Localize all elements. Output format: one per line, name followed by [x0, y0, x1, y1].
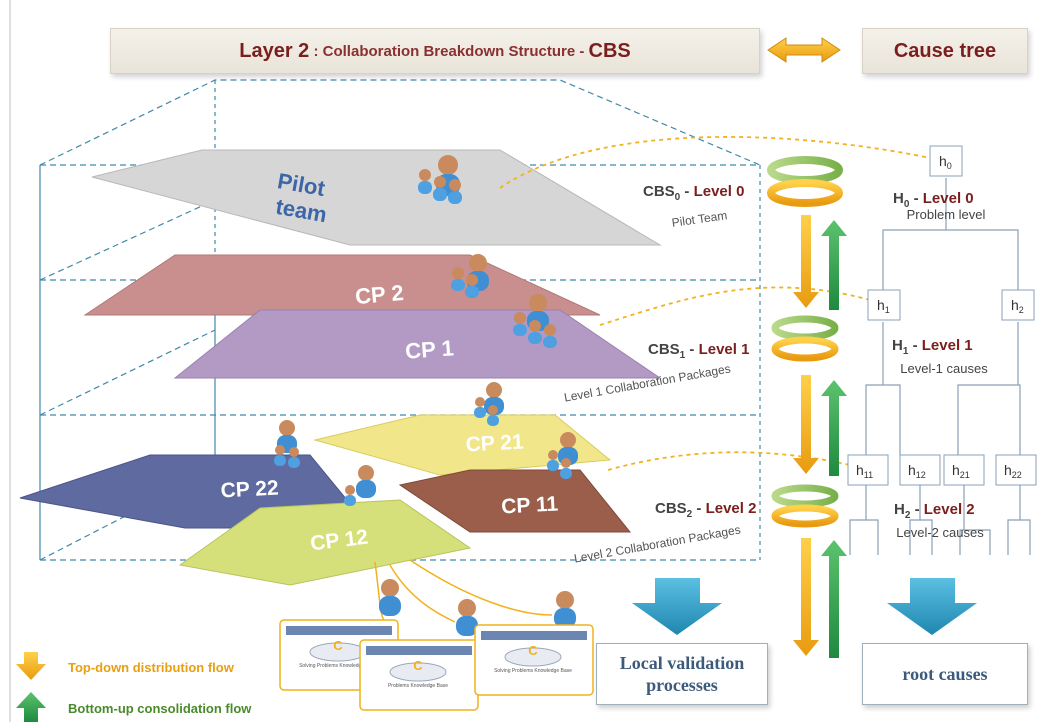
pilot-team-plane — [91, 149, 662, 246]
team-group-icon — [418, 155, 462, 204]
root-causes-box: root causes — [862, 643, 1028, 705]
cp2-label: CP 2 — [354, 280, 405, 309]
bottom-up-legend-icon — [16, 692, 46, 722]
cause-tree-label: Cause tree — [893, 39, 997, 62]
svg-text:h21: h21 — [952, 462, 970, 480]
local-validation-box: Local validation processes — [596, 643, 768, 705]
svg-text:h1: h1 — [877, 297, 890, 315]
cause-tree-banner: Cause tree — [862, 28, 1028, 74]
tree-level-0-label: H0 - Level 0 — [893, 190, 974, 210]
tree-node-h1: h1 — [867, 289, 901, 321]
level-ring-icon — [771, 315, 839, 362]
layer-title-suffix: CBS — [588, 39, 631, 62]
local-validation-label: Local validation processes — [619, 653, 745, 695]
root-causes-arrow-icon — [887, 578, 977, 635]
cp2-plane — [83, 254, 601, 316]
layer-title-middle: : Collaboration Breakdown Structure - — [309, 42, 589, 60]
kb-card-title-3: Solving Problems Knowledge Base — [494, 668, 572, 674]
layer-title-prefix: Layer 2 — [239, 39, 310, 62]
svg-text:h0: h0 — [939, 153, 952, 171]
team-group-icon — [513, 294, 557, 348]
svg-text:h2: h2 — [1011, 297, 1024, 315]
tree-level-1-label: H1 - Level 1 — [892, 337, 973, 357]
kb-card-title-1: Solving Problems Knowledge Base — [299, 663, 377, 669]
svg-text:C: C — [528, 643, 538, 658]
svg-text:C: C — [333, 638, 343, 653]
cbs-level-2-label: CBS2 - Level 2 — [655, 500, 756, 520]
cbs-level-1-label: CBS1 - Level 1 — [648, 341, 749, 361]
tree-level-2-caption: Level-2 causes — [896, 525, 984, 540]
cp11-plane — [398, 469, 632, 533]
svg-text:h12: h12 — [908, 462, 926, 480]
tree-node-h2: h2 — [1001, 289, 1035, 321]
cp1-label: CP 1 — [404, 335, 454, 363]
team-group-icon — [451, 254, 489, 298]
double-arrow-icon — [767, 37, 841, 63]
cp22-label: CP 22 — [220, 477, 279, 503]
root-causes-label: root causes — [902, 663, 988, 684]
cbs-level-0-caption: Pilot Team — [671, 208, 728, 230]
top-down-arrow-icon — [793, 215, 819, 656]
cp11-label: CP 11 — [501, 493, 559, 519]
layer-title-banner: Layer 2 : Collaboration Breakdown Struct… — [110, 28, 760, 74]
svg-text:C: C — [413, 658, 423, 673]
tree-node-h21: h21 — [943, 454, 985, 486]
user-icon — [379, 579, 401, 616]
team-group-icon — [474, 382, 504, 426]
tree-node-h0: h0 — [929, 145, 963, 177]
team-group-icon — [547, 432, 578, 479]
user-icon — [456, 599, 478, 636]
cbs-level-0-label: CBS0 - Level 0 — [643, 183, 744, 203]
kb-card-title-2: Problems Knowledge Base — [388, 683, 448, 689]
level-ring-icon — [771, 484, 839, 528]
svg-text:h11: h11 — [856, 462, 873, 480]
level-ring-icon — [767, 156, 843, 207]
team-group-icon — [344, 465, 376, 506]
tree-level-0-caption: Problem level — [907, 207, 986, 222]
tree-node-h11: h11 — [847, 454, 889, 486]
svg-text:h22: h22 — [1004, 462, 1022, 480]
cause-tree-lines — [849, 178, 1031, 555]
team-group-icon — [274, 420, 300, 468]
cp12-plane — [178, 499, 472, 586]
knowledge-base-card: C Solving Problems Knowledge Base — [474, 624, 594, 696]
top-down-legend-label: Top-down distribution flow — [68, 660, 235, 675]
cp21-label: CP 21 — [465, 430, 524, 456]
tree-level-1-caption: Level-1 causes — [900, 361, 988, 376]
user-icon — [554, 591, 576, 628]
bottom-up-legend-label: Bottom-up consolidation flow — [68, 701, 252, 716]
tree-node-h12: h12 — [899, 454, 941, 486]
bottom-up-arrow-icon — [821, 220, 847, 658]
top-down-legend-icon — [16, 652, 46, 680]
cp21-plane — [313, 414, 612, 476]
local-validation-arrow-icon — [632, 578, 722, 635]
knowledge-base-card: C Problems Knowledge Base — [359, 639, 479, 711]
tree-level-2-label: H2 - Level 2 — [894, 501, 975, 521]
tree-node-h22: h22 — [995, 454, 1037, 486]
